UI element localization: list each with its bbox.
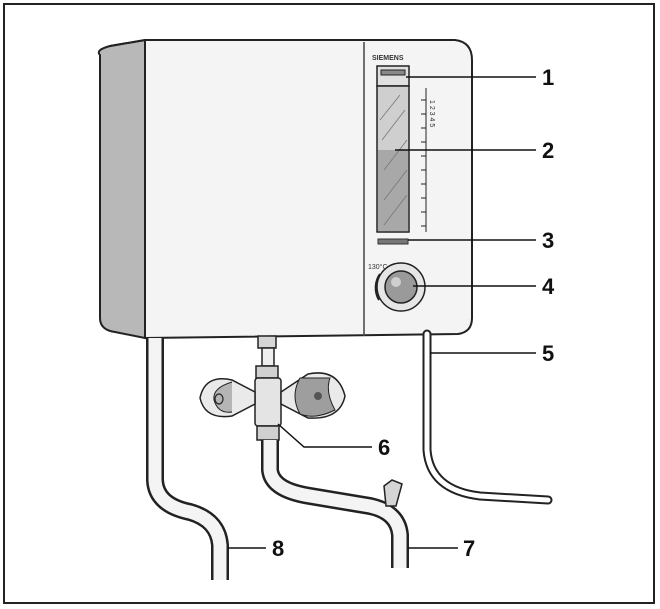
outlet-connector	[255, 335, 279, 379]
part-6-mixer-valve	[254, 377, 282, 441]
part-1-indicator	[376, 65, 410, 87]
part-4-temperature-knob	[374, 262, 426, 312]
left-valve-handle	[199, 378, 256, 418]
heater-top-edge	[109, 39, 455, 47]
part-3-indicator-lamp	[377, 238, 409, 245]
callout-3: 3	[542, 228, 554, 253]
callout-6: 6	[378, 435, 390, 460]
part-5-hose	[422, 329, 553, 505]
callout-1: 1	[542, 65, 554, 90]
scale-numbers: 1 2 3 4 5	[428, 100, 435, 127]
part-8-pipe	[146, 338, 229, 580]
callout-2: 2	[542, 138, 554, 163]
spout-aerator	[383, 479, 403, 507]
callout-8: 8	[272, 536, 284, 561]
leader-lines	[228, 76, 536, 549]
part-2-water-window	[376, 85, 410, 233]
callout-5: 5	[542, 341, 554, 366]
callout-7: 7	[463, 536, 475, 561]
callout-labels: 1 2 3 4 5 6 7 8	[272, 65, 555, 561]
scale-ruler	[421, 88, 427, 232]
callout-4: 4	[542, 274, 555, 299]
right-valve-handle	[280, 372, 346, 419]
leader-6	[277, 423, 372, 448]
heater-side-panel	[97, 38, 146, 340]
figure-border	[3, 3, 655, 604]
dial-temperature-label: 130°C	[368, 263, 388, 271]
brand-label: SIEMENS	[372, 55, 404, 62]
